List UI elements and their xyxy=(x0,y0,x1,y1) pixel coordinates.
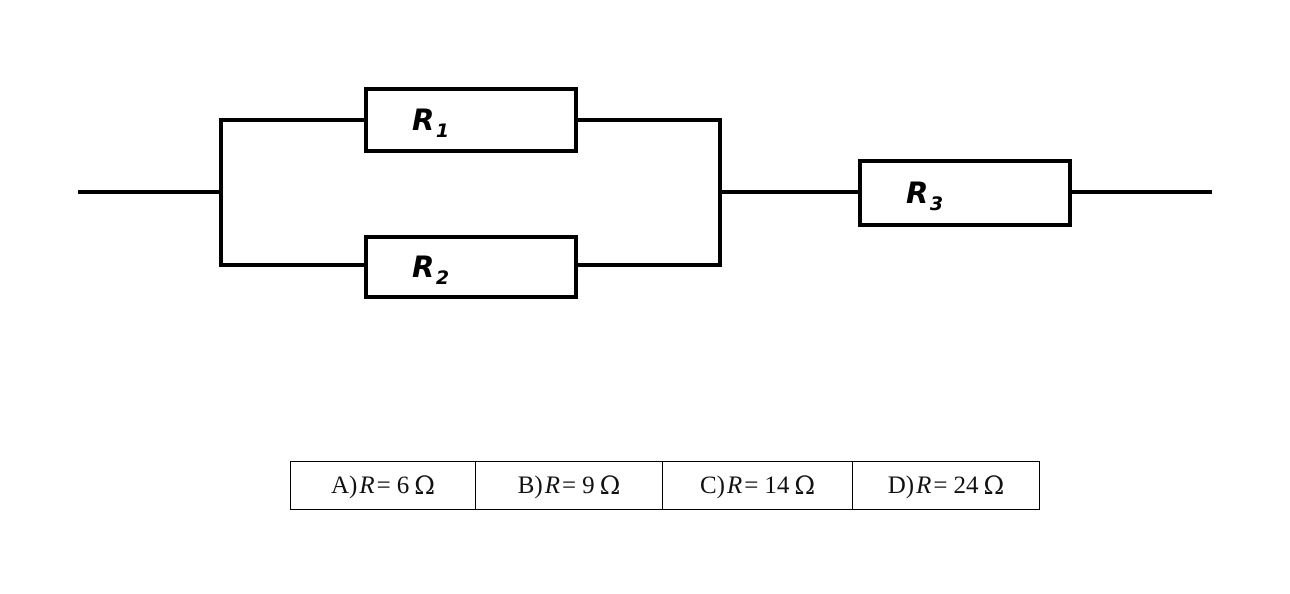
answer-option-b[interactable]: B) R = 9 Ω xyxy=(476,462,663,509)
answer-option-c[interactable]: C) R = 14 Ω xyxy=(663,462,853,509)
answer-option-a[interactable]: A) R = 6 Ω xyxy=(291,462,476,509)
series-link-wire xyxy=(718,190,860,194)
answer-d-equals: = xyxy=(933,471,948,499)
answer-c-value: 14 xyxy=(764,471,790,499)
r1-left-lead xyxy=(219,118,366,122)
answer-d-variable: R xyxy=(916,471,932,499)
answer-options-table: A) R = 6 Ω B) R = 9 Ω C) R = 14 Ω D) R =… xyxy=(290,461,1040,510)
resistor-r3-label: R3 xyxy=(906,175,944,215)
answer-a-equals: = xyxy=(376,471,391,499)
answer-b-value: 9 xyxy=(582,471,595,499)
left-node-bus xyxy=(219,118,223,267)
r1-right-lead xyxy=(576,118,722,122)
resistor-r3: R3 xyxy=(858,159,1072,227)
r2-left-lead xyxy=(219,263,366,267)
answer-c-variable: R xyxy=(726,471,743,499)
answer-a-letter: A) xyxy=(330,471,358,499)
answer-b-variable: R xyxy=(544,471,560,499)
r2-right-lead xyxy=(576,263,722,267)
answer-c-unit: Ω xyxy=(794,471,816,500)
answer-c-letter: C) xyxy=(699,471,725,499)
answer-d-value: 24 xyxy=(953,471,979,499)
answer-a-variable: R xyxy=(359,471,375,499)
resistor-r2-label: R2 xyxy=(412,249,450,289)
answer-b-letter: B) xyxy=(517,471,543,499)
resistor-r2: R2 xyxy=(364,235,578,299)
answer-b-unit: Ω xyxy=(599,471,621,500)
answer-d-letter: D) xyxy=(887,471,915,499)
answer-d-unit: Ω xyxy=(983,471,1005,500)
resistor-r1: R1 xyxy=(364,87,578,153)
left-terminal-wire xyxy=(78,190,223,194)
right-terminal-wire xyxy=(1070,190,1212,194)
resistor-r1-label: R1 xyxy=(412,102,450,142)
answer-b-equals: = xyxy=(561,471,577,499)
answer-option-d[interactable]: D) R = 24 Ω xyxy=(853,462,1039,509)
answer-a-unit: Ω xyxy=(414,471,435,500)
answer-a-value: 6 xyxy=(396,471,410,499)
answer-c-equals: = xyxy=(744,471,759,499)
